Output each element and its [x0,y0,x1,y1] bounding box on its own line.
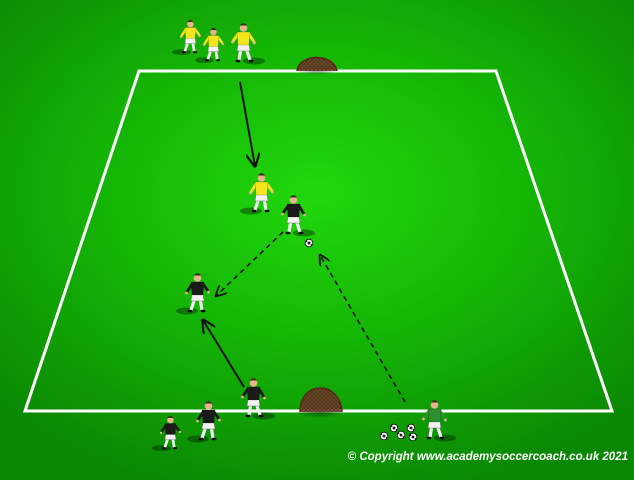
players-layer [152,20,456,452]
goal-top [295,56,339,75]
pitch-boundary [22,69,615,413]
pass-arrow-to-left-player [216,231,284,296]
yellow-player-1 [172,20,201,56]
ball-supply-5 [408,432,418,442]
yellow-player-2 [195,28,224,64]
copyright-text: © Copyright www.academysoccercoach.co.uk… [347,451,628,463]
black-player-defender [281,195,315,237]
goalkeeper [422,400,456,442]
yellow-player-3 [231,23,265,65]
balls-layer [304,238,418,442]
black-player-left [176,273,210,315]
black-player-queue-2 [152,416,181,452]
ball-supply-1 [379,431,389,441]
black-player-runner [241,378,275,420]
goal-bottom [296,387,344,418]
ball-supply-2 [389,423,399,433]
ball-supply-4 [406,423,416,433]
black-player-queue-1 [187,401,221,443]
yellow-player-attacker [240,173,274,215]
run-arrow-black [203,320,245,388]
pass-arrow-from-keeper [320,255,406,403]
ball-supply-3 [396,430,406,440]
ball-in-play [304,238,314,248]
run-arrow-yellow [239,81,255,166]
